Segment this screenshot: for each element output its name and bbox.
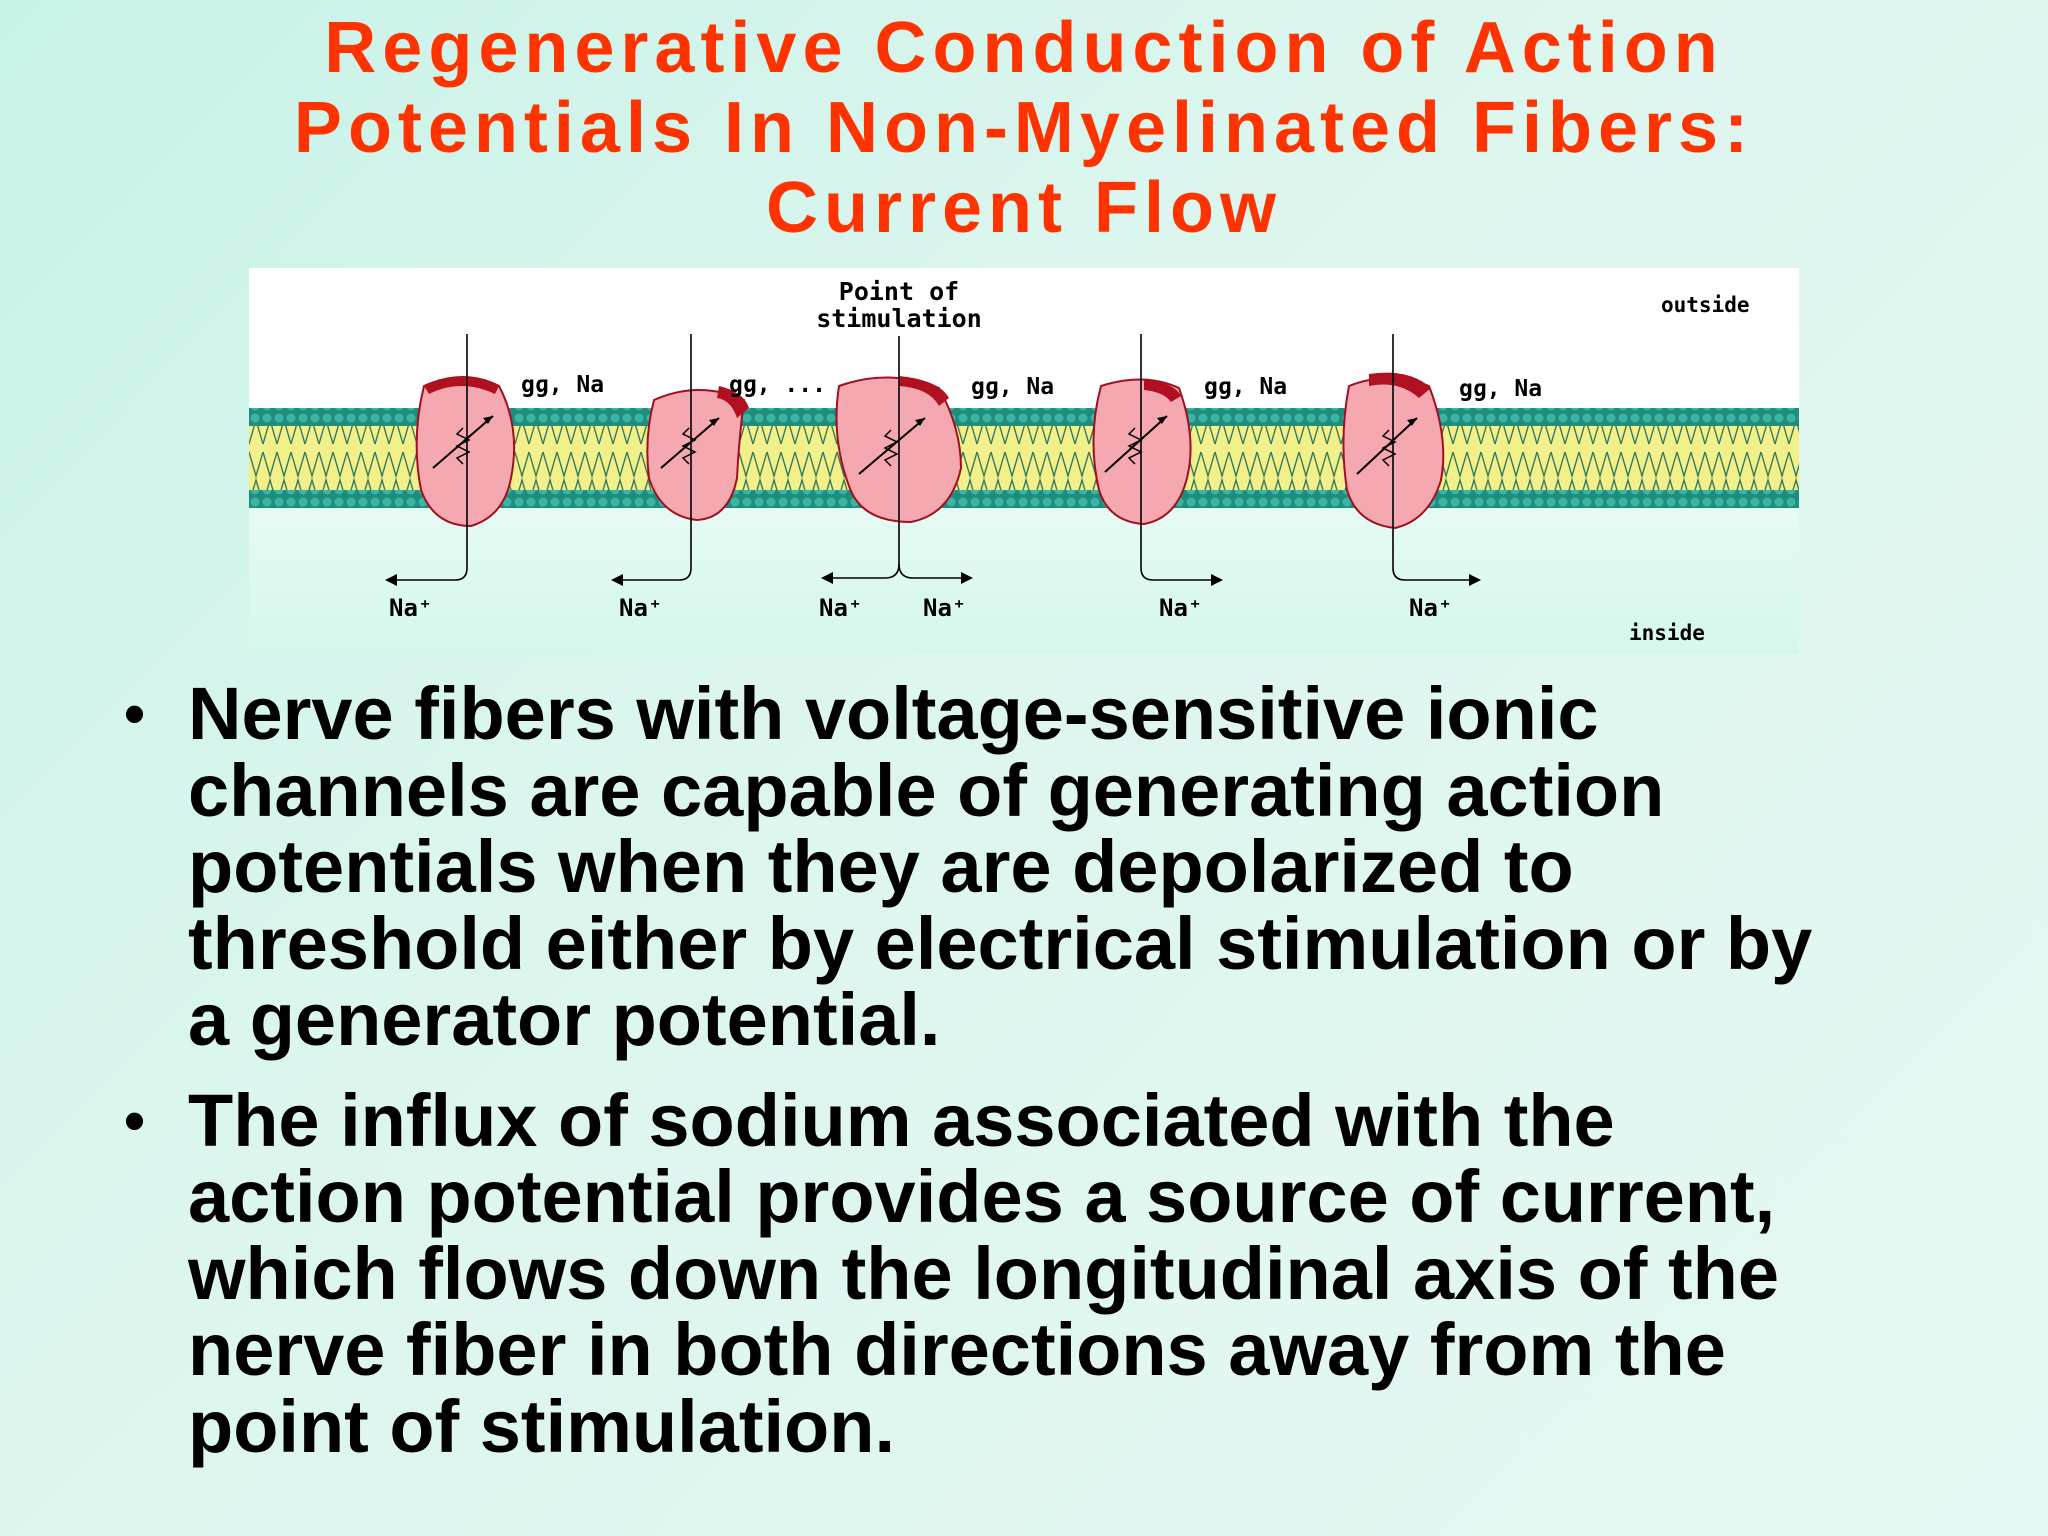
bullet-item-1: • Nerve fibers with voltage-sensitive io… <box>118 672 1998 1061</box>
bullet-item-2: • The influx of sodium associated with t… <box>118 1078 1998 1468</box>
outside-label: outside <box>1661 293 1750 317</box>
bullet-2-line-5: point of stimulation. <box>188 1384 896 1468</box>
bullet-1-line-1: Nerve fibers with voltage-sensitive ioni… <box>188 672 1599 755</box>
ion-label-4: Na⁺ <box>923 594 966 622</box>
current-arrowheads <box>385 572 1481 586</box>
bullet-1-line-3: potentials when they are depolarized to <box>188 825 1574 908</box>
sodium-channel-2 <box>646 386 749 522</box>
slide-title: Regenerative Conduction of Action Potent… <box>0 8 2048 248</box>
bullet-2-line-3: which flows down the longitudinal axis o… <box>188 1231 1779 1315</box>
inside-label: inside <box>1629 621 1705 645</box>
sodium-channel-1 <box>415 376 516 528</box>
channel-label-3: gɡ, Na <box>971 374 1054 400</box>
membrane-diagram-svg: Point of stimulation outside inside gɡ, … <box>249 268 1799 654</box>
point-of-stimulation-label-1: Point of <box>839 277 959 306</box>
bullet-2-line-2: action potential provides a source of cu… <box>188 1155 1776 1238</box>
bullet-2-line-4: nerve fiber in both directions away from… <box>188 1308 1726 1391</box>
ion-label-3: Na⁺ <box>819 594 862 622</box>
title-line-3: Current Flow <box>766 168 1282 248</box>
channel-label-4: gɡ, Na <box>1204 374 1287 400</box>
ion-label-2: Na⁺ <box>619 594 662 622</box>
title-line-2: Potentials In Non-Myelinated Fibers: <box>293 88 1755 168</box>
bullet-list: • Nerve fibers with voltage-sensitive io… <box>118 672 1998 1468</box>
bullet-1-line-4: threshold either by electrical stimulati… <box>188 901 1813 985</box>
point-of-stimulation-label-2: stimulation <box>816 304 982 333</box>
bullet-1-line-5: a generator potential. <box>188 978 941 1061</box>
current-flow-lines <box>389 334 1477 581</box>
channel-label-5: gɡ, Na <box>1459 376 1542 402</box>
bullet-1-line-2: channels are capable of generating actio… <box>188 748 1665 832</box>
bullet-marker: • <box>124 680 146 747</box>
sodium-channel-4 <box>1092 378 1192 526</box>
membrane-diagram: Point of stimulation outside inside gɡ, … <box>249 268 1799 654</box>
ion-label-5: Na⁺ <box>1159 594 1202 622</box>
bullet-2-line-1: The influx of sodium associated with the <box>188 1078 1615 1162</box>
ion-label-6: Na⁺ <box>1409 594 1452 622</box>
ion-label-1: Na⁺ <box>389 594 432 622</box>
title-line-1: Regenerative Conduction of Action <box>324 8 1724 88</box>
channel-label-1: gɡ, Na <box>521 372 604 398</box>
channel-label-2: gɡ, ... <box>729 372 826 398</box>
bullet-marker: • <box>124 1086 146 1154</box>
